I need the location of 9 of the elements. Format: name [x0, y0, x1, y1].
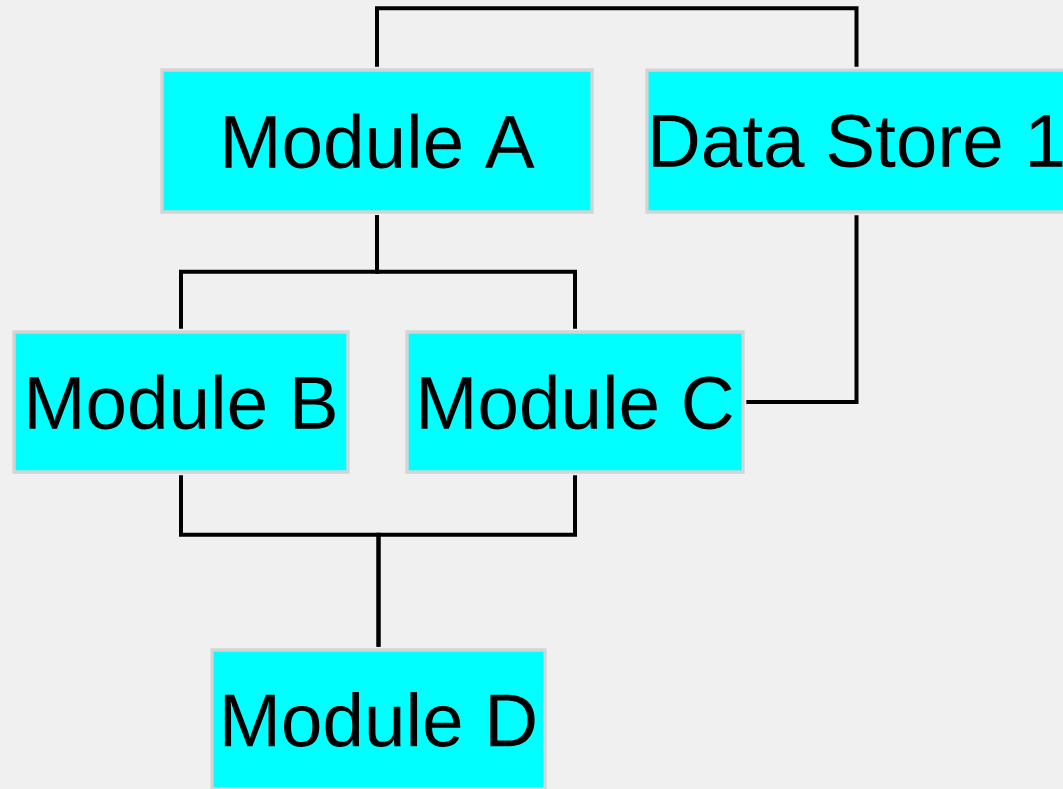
connector-line	[375, 215, 577, 329]
module-box: Module A	[160, 68, 594, 214]
module-box: Module D	[210, 648, 547, 789]
module-box: Module C	[405, 330, 745, 474]
module-box: Module B	[12, 330, 350, 474]
module-box: Data Store 1	[645, 68, 1063, 214]
connector-line	[376, 475, 577, 647]
connector-line	[375, 6, 859, 67]
connector-line	[746, 215, 859, 404]
